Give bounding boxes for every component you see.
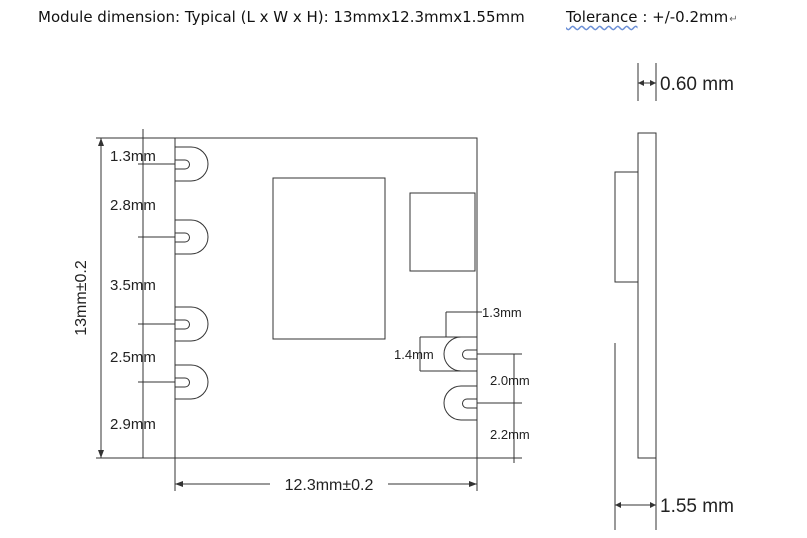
header: Module dimension: Typical (L x W x H): 1… xyxy=(0,8,807,30)
left-pitch-label: 3.5mm xyxy=(110,277,156,294)
left-pad-1 xyxy=(175,146,209,182)
tolerance-text: Tolerance : +/-0.2mm↵ xyxy=(566,8,738,26)
right-pad-2 xyxy=(443,385,477,421)
right-pitch-label: 2.2mm xyxy=(490,427,530,442)
left-pad-2-inner xyxy=(175,232,190,243)
left-pitch-label: 1.3mm xyxy=(110,148,156,165)
total-thickness-label: 1.55 mm xyxy=(660,496,734,517)
right-pad-height-label: 1.4mm xyxy=(394,347,434,362)
left-pad-3 xyxy=(175,306,209,342)
top-thickness-label: 0.60 mm xyxy=(660,74,734,95)
side-view-pcb xyxy=(637,132,657,459)
module-outline xyxy=(174,137,478,459)
module-dimension-text: Module dimension: Typical (L x W x H): 1… xyxy=(38,8,525,26)
main-chip xyxy=(272,177,386,340)
right-pitch-label: 2.0mm xyxy=(490,373,530,388)
right-pad-1 xyxy=(443,336,477,372)
right-pad-2-inner xyxy=(462,398,477,409)
left-pitch-label: 2.8mm xyxy=(110,197,156,214)
side-view-chip xyxy=(614,171,639,283)
left-pad-4-inner xyxy=(175,377,190,388)
left-pad-4 xyxy=(175,364,209,400)
right-pad-1-inner xyxy=(462,349,477,360)
right-pad-width-label: 1.3mm xyxy=(482,305,522,320)
tolerance-label: Tolerance xyxy=(566,8,638,26)
left-pitch-label: 2.5mm xyxy=(110,349,156,366)
tolerance-value: : +/-0.2mm xyxy=(642,8,729,26)
return-icon: ↵ xyxy=(729,14,738,25)
left-pitch-label: 2.9mm xyxy=(110,416,156,433)
left-pad-3-inner xyxy=(175,319,190,330)
left-pad-2 xyxy=(175,219,209,255)
small-chip xyxy=(409,192,476,272)
left-pad-1-inner xyxy=(175,159,190,170)
width-dimension-label: 12.3mm±0.2 xyxy=(285,477,374,494)
height-dimension-label: 13mm±0.2 xyxy=(73,260,90,336)
